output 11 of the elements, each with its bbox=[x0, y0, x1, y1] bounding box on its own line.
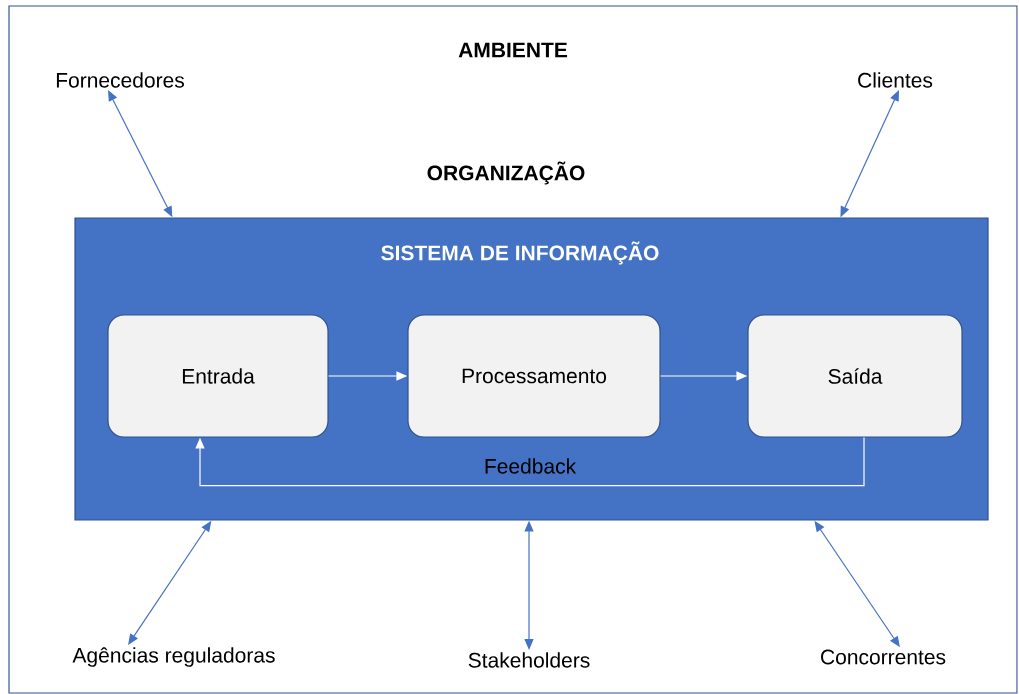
heading-text: ORGANIZAÇÃO bbox=[427, 161, 585, 185]
entity-text: Clientes bbox=[858, 72, 933, 88]
entity-text: Concorrentes bbox=[821, 649, 946, 665]
process-box: Saída bbox=[747, 314, 963, 438]
entity-text: Stakeholders bbox=[468, 652, 590, 668]
entity-text: Agências reguladoras bbox=[72, 647, 275, 667]
entity-text: Fornecedores bbox=[56, 72, 184, 88]
process-box: Processamento bbox=[407, 314, 661, 438]
process-box: Entrada bbox=[107, 314, 329, 438]
edge-label: Feedback bbox=[482, 457, 578, 475]
arrow bbox=[195, 437, 865, 487]
